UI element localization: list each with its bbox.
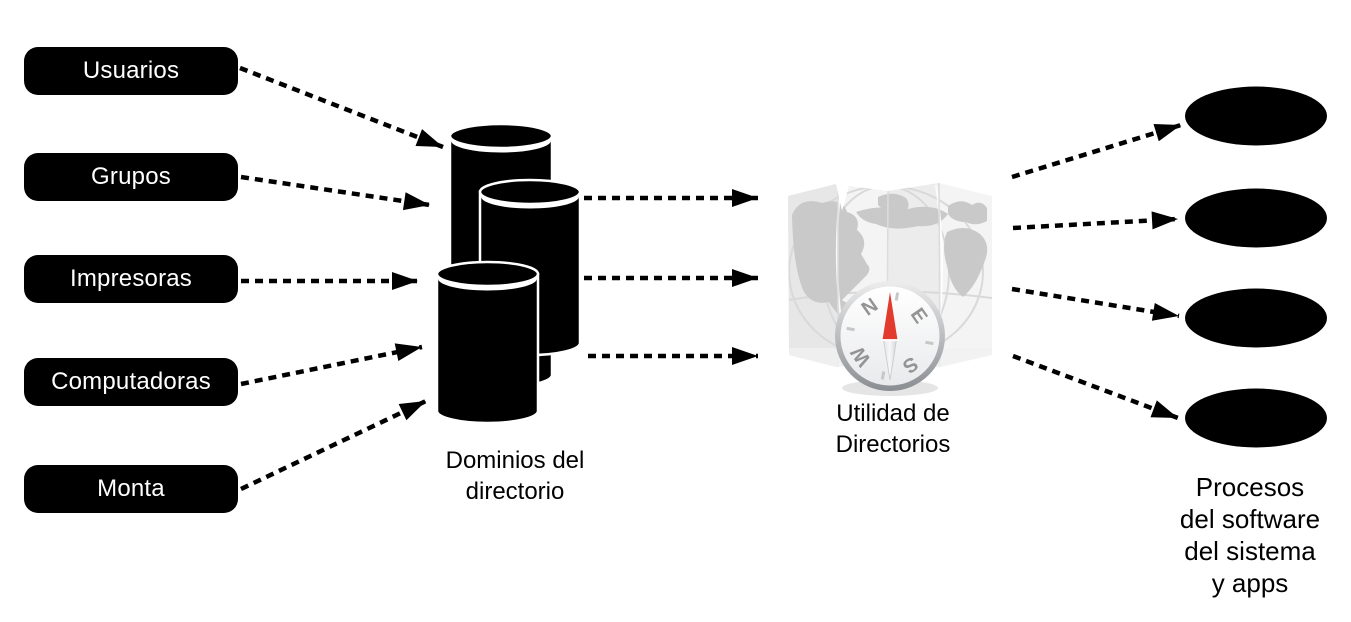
compass: N E S W	[835, 281, 945, 396]
dashed-arrow	[240, 174, 431, 211]
process-ellipse	[1185, 188, 1327, 248]
caption-line: del software	[1179, 504, 1321, 534]
dashed-arrow	[1011, 286, 1180, 321]
arrows-domains-to-utility	[584, 189, 758, 365]
cylinder-top	[448, 122, 554, 150]
caption-line: y apps	[1211, 568, 1289, 598]
database-cylinders-icon	[435, 122, 582, 425]
process-ellipse	[1185, 388, 1327, 448]
node-grupos: Grupos	[24, 153, 238, 201]
node-label: Usuarios	[82, 57, 180, 84]
caption-utilidad-de-directorios: Utilidad de Directorios	[783, 398, 1003, 460]
node-impresoras: Impresoras	[24, 255, 238, 303]
compass-ticks	[846, 292, 934, 380]
compass-pivot	[881, 339, 899, 342]
cylinder-top	[435, 260, 540, 288]
node-label: Computadoras	[51, 368, 211, 395]
directory-utility-map-compass-icon: N E S W	[788, 183, 992, 396]
dashed-arrow	[240, 343, 423, 387]
node-computadoras: Computadoras	[24, 358, 238, 406]
caption-line: del sistema	[1184, 536, 1316, 566]
node-label: Grupos	[91, 163, 171, 190]
dashed-arrow	[239, 65, 444, 150]
node-label: Monta	[97, 475, 165, 502]
process-ellipse	[1185, 86, 1327, 146]
node-label: Impresoras	[69, 265, 193, 292]
caption-dominios-del-directorio: Dominios del directorio	[405, 445, 625, 507]
caption-line: Utilidad de	[836, 400, 950, 427]
node-usuarios: Usuarios	[24, 47, 238, 95]
node-monta: Monta	[24, 465, 238, 513]
dashed-arrow	[1012, 211, 1179, 231]
caption-line: Procesos	[1195, 472, 1305, 502]
dashed-arrow	[1012, 353, 1179, 421]
cylinder-top	[478, 178, 582, 206]
cylinder-body	[435, 272, 540, 425]
dashed-arrow	[1011, 122, 1182, 180]
caption-procesos-software: Procesos del software del sistema y apps	[1150, 471, 1350, 599]
dashed-arrow	[240, 398, 427, 492]
compass-needle-north	[882, 292, 898, 340]
process-ellipse	[1185, 288, 1327, 348]
caption-line: Dominios del	[445, 447, 585, 474]
process-nodes	[1185, 86, 1327, 448]
caption-line: Directorios	[835, 431, 951, 458]
arrows-left-nodes-to-domains	[239, 65, 444, 492]
caption-line: directorio	[465, 478, 565, 505]
arrows-utility-to-processes	[1011, 122, 1182, 421]
